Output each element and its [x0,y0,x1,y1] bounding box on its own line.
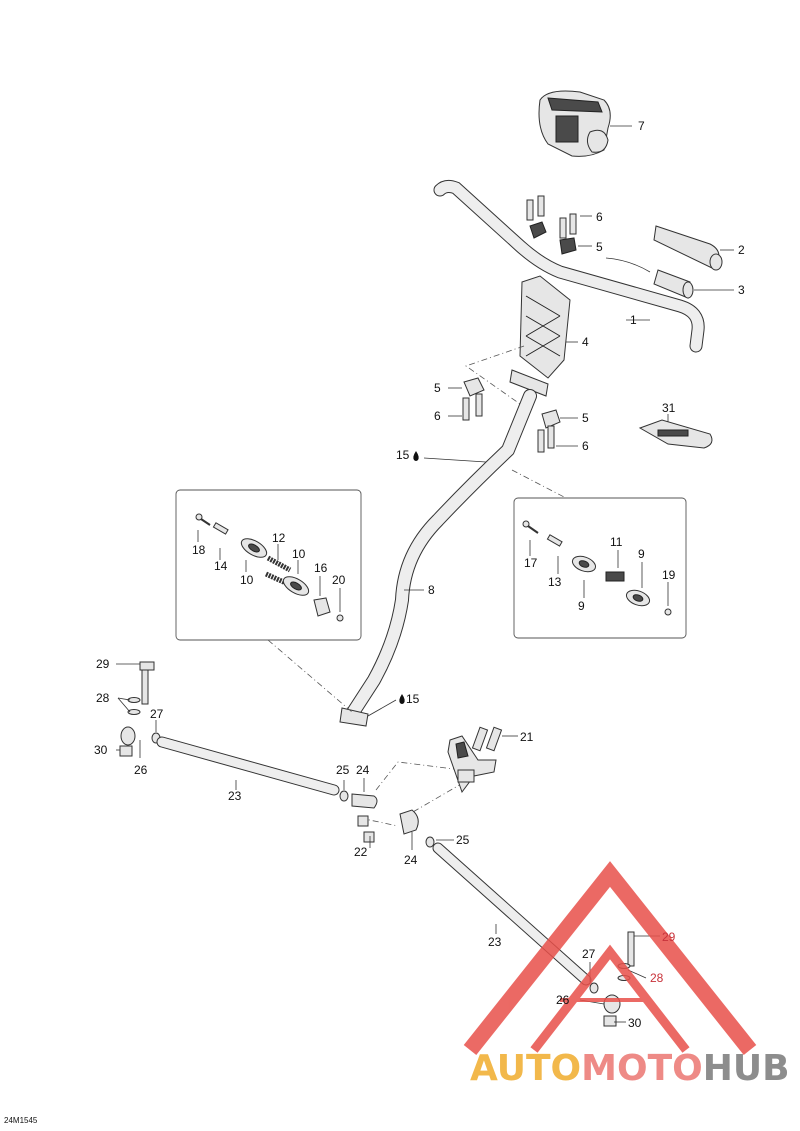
callout-8: 8 [428,583,435,597]
watermark-hub: HUB [702,1048,790,1089]
sealant-drop-icon [413,451,419,461]
callout-6: 6 [596,210,603,224]
callout-22: 22 [354,845,368,859]
callout-16: 16 [314,561,328,575]
callout-19: 19 [662,568,676,582]
callout-27: 27 [582,947,596,961]
callout-4: 4 [582,335,589,349]
callout-5: 5 [582,411,589,425]
watermark-moto: MOTO [581,1048,703,1089]
callout-6: 6 [582,439,589,453]
inset-left-parts [195,513,344,622]
handlebar-clamp-upper [526,195,577,255]
callout-17: 17 [524,556,538,570]
callout-29: 29 [662,930,676,944]
sealant-drop-icon [399,694,405,704]
callout-6: 6 [434,409,441,423]
callout-9: 9 [638,547,645,561]
callout-9: 9 [578,599,585,613]
callout-12: 12 [272,531,286,545]
steering-arm [447,726,503,794]
callout-26: 26 [134,763,148,777]
callout-25: 25 [336,763,350,777]
callout-21: 21 [520,730,534,744]
callout-26: 26 [556,993,570,1007]
callout-5: 5 [434,381,441,395]
steering-column [339,389,537,727]
watermark-logo-text: AUTOMOTOHUB [470,1048,790,1089]
inset-right-parts [522,520,672,616]
callout-11: 11 [610,535,623,549]
callout-labels: 7 6 2 5 3 1 4 5 31 6 5 6 15 12 11 18 10 … [94,119,745,1030]
callout-23: 23 [228,789,242,803]
callout-15: 15 [396,448,410,462]
callout-18: 18 [192,543,206,557]
callout-10: 10 [240,573,254,587]
callout-1: 1 [630,313,637,327]
callout-24: 24 [356,763,370,777]
callout-13: 13 [548,575,562,589]
handlebar-riser [509,275,571,397]
callout-15: 15 [406,692,420,706]
callout-27: 27 [150,707,164,721]
steering-pad-cover [538,90,611,157]
handlebar [433,179,705,353]
callout-24: 24 [404,853,418,867]
callout-7: 7 [638,119,645,133]
callout-30: 30 [628,1016,642,1030]
callout-2: 2 [738,243,745,257]
callout-30: 30 [94,743,108,757]
steering-pad [638,419,713,449]
inset-box-left [175,489,362,641]
column-clamp-lower [462,377,561,453]
watermark-auto: AUTO [470,1048,582,1089]
callout-14: 14 [214,559,228,573]
callout-31: 31 [662,401,676,415]
callout-29: 29 [96,657,110,671]
watermark-logo-triangles [463,861,757,1055]
handlebar-grip [653,225,723,271]
inset-box-right [513,497,687,639]
callout-10: 10 [292,547,306,561]
throttle-grip [653,269,694,299]
callout-20: 20 [332,573,346,587]
tie-rod-right [357,809,635,1027]
callout-5: 5 [596,240,603,254]
tie-rod-left [119,661,378,809]
callout-28: 28 [96,691,110,705]
callout-23: 23 [488,935,502,949]
callout-28: 28 [650,971,664,985]
callout-3: 3 [738,283,745,297]
callout-25: 25 [456,833,470,847]
diagram-code: 24M1545 [4,1116,38,1125]
